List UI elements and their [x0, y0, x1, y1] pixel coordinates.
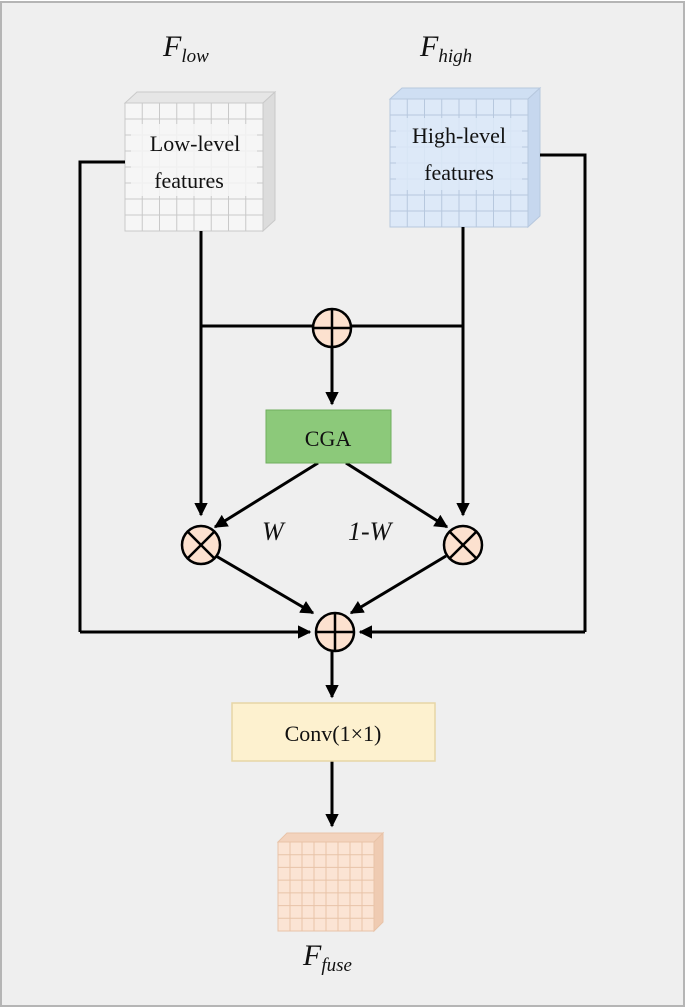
top-add-operator-icon — [311, 307, 353, 349]
high-level-text-line2: features — [424, 160, 494, 185]
right-multiply-operator-icon — [442, 524, 484, 566]
conv-label: Conv(1×1) — [285, 721, 382, 746]
high-level-text-line1: High-level — [412, 123, 506, 148]
weight-w-label: W — [262, 517, 286, 546]
bottom-add-operator-icon — [314, 611, 356, 653]
left-multiply-operator-icon — [180, 524, 222, 566]
low-level-feature-cube: Low-level features — [123, 90, 277, 233]
weight-1-minus-w-label: 1-W — [348, 517, 394, 546]
f-low-label: Flow — [162, 30, 209, 67]
high-level-feature-cube: High-level features — [388, 86, 542, 229]
connection-lines — [78, 153, 587, 828]
f-fuse-label: Ffuse — [302, 939, 352, 976]
low-level-text-line1: Low-level — [150, 131, 240, 156]
conv-block: Conv(1×1) — [231, 702, 436, 762]
cga-label: CGA — [305, 426, 352, 451]
f-high-label: Fhigh — [419, 30, 472, 67]
low-level-text-line2: features — [154, 168, 224, 193]
fused-feature-cube — [276, 831, 385, 933]
cga-block: CGA — [265, 409, 392, 464]
